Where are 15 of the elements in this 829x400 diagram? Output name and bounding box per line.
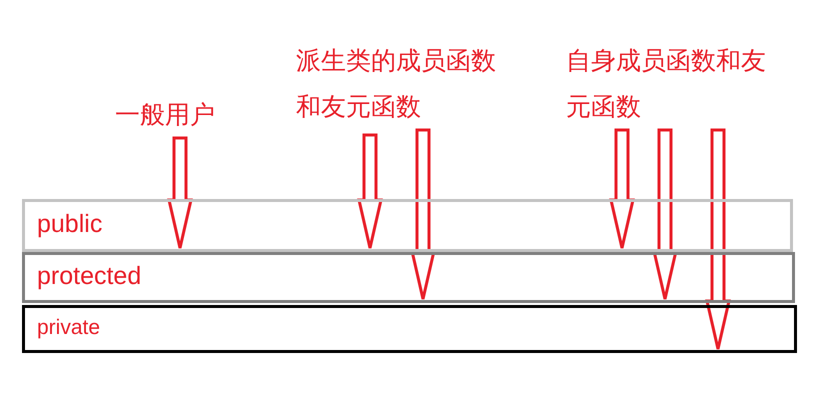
arrow [357,134,383,250]
access-level-box [22,199,793,252]
arrow [652,128,678,300]
arrow [167,136,193,250]
access-level-label: protected [37,262,142,291]
access-level-box [22,252,795,303]
accessor-label: 派生类的成员函数和友元函数 [296,45,497,123]
accessor-label: 一般用户 [115,99,216,131]
arrow [705,128,731,350]
arrow [410,128,436,300]
accessor-label: 自身成员函数和友元函数 [566,45,767,123]
access-level-box [22,305,797,353]
access-level-label: public [37,210,102,239]
arrow [609,128,635,250]
access-level-label: private [37,316,100,340]
